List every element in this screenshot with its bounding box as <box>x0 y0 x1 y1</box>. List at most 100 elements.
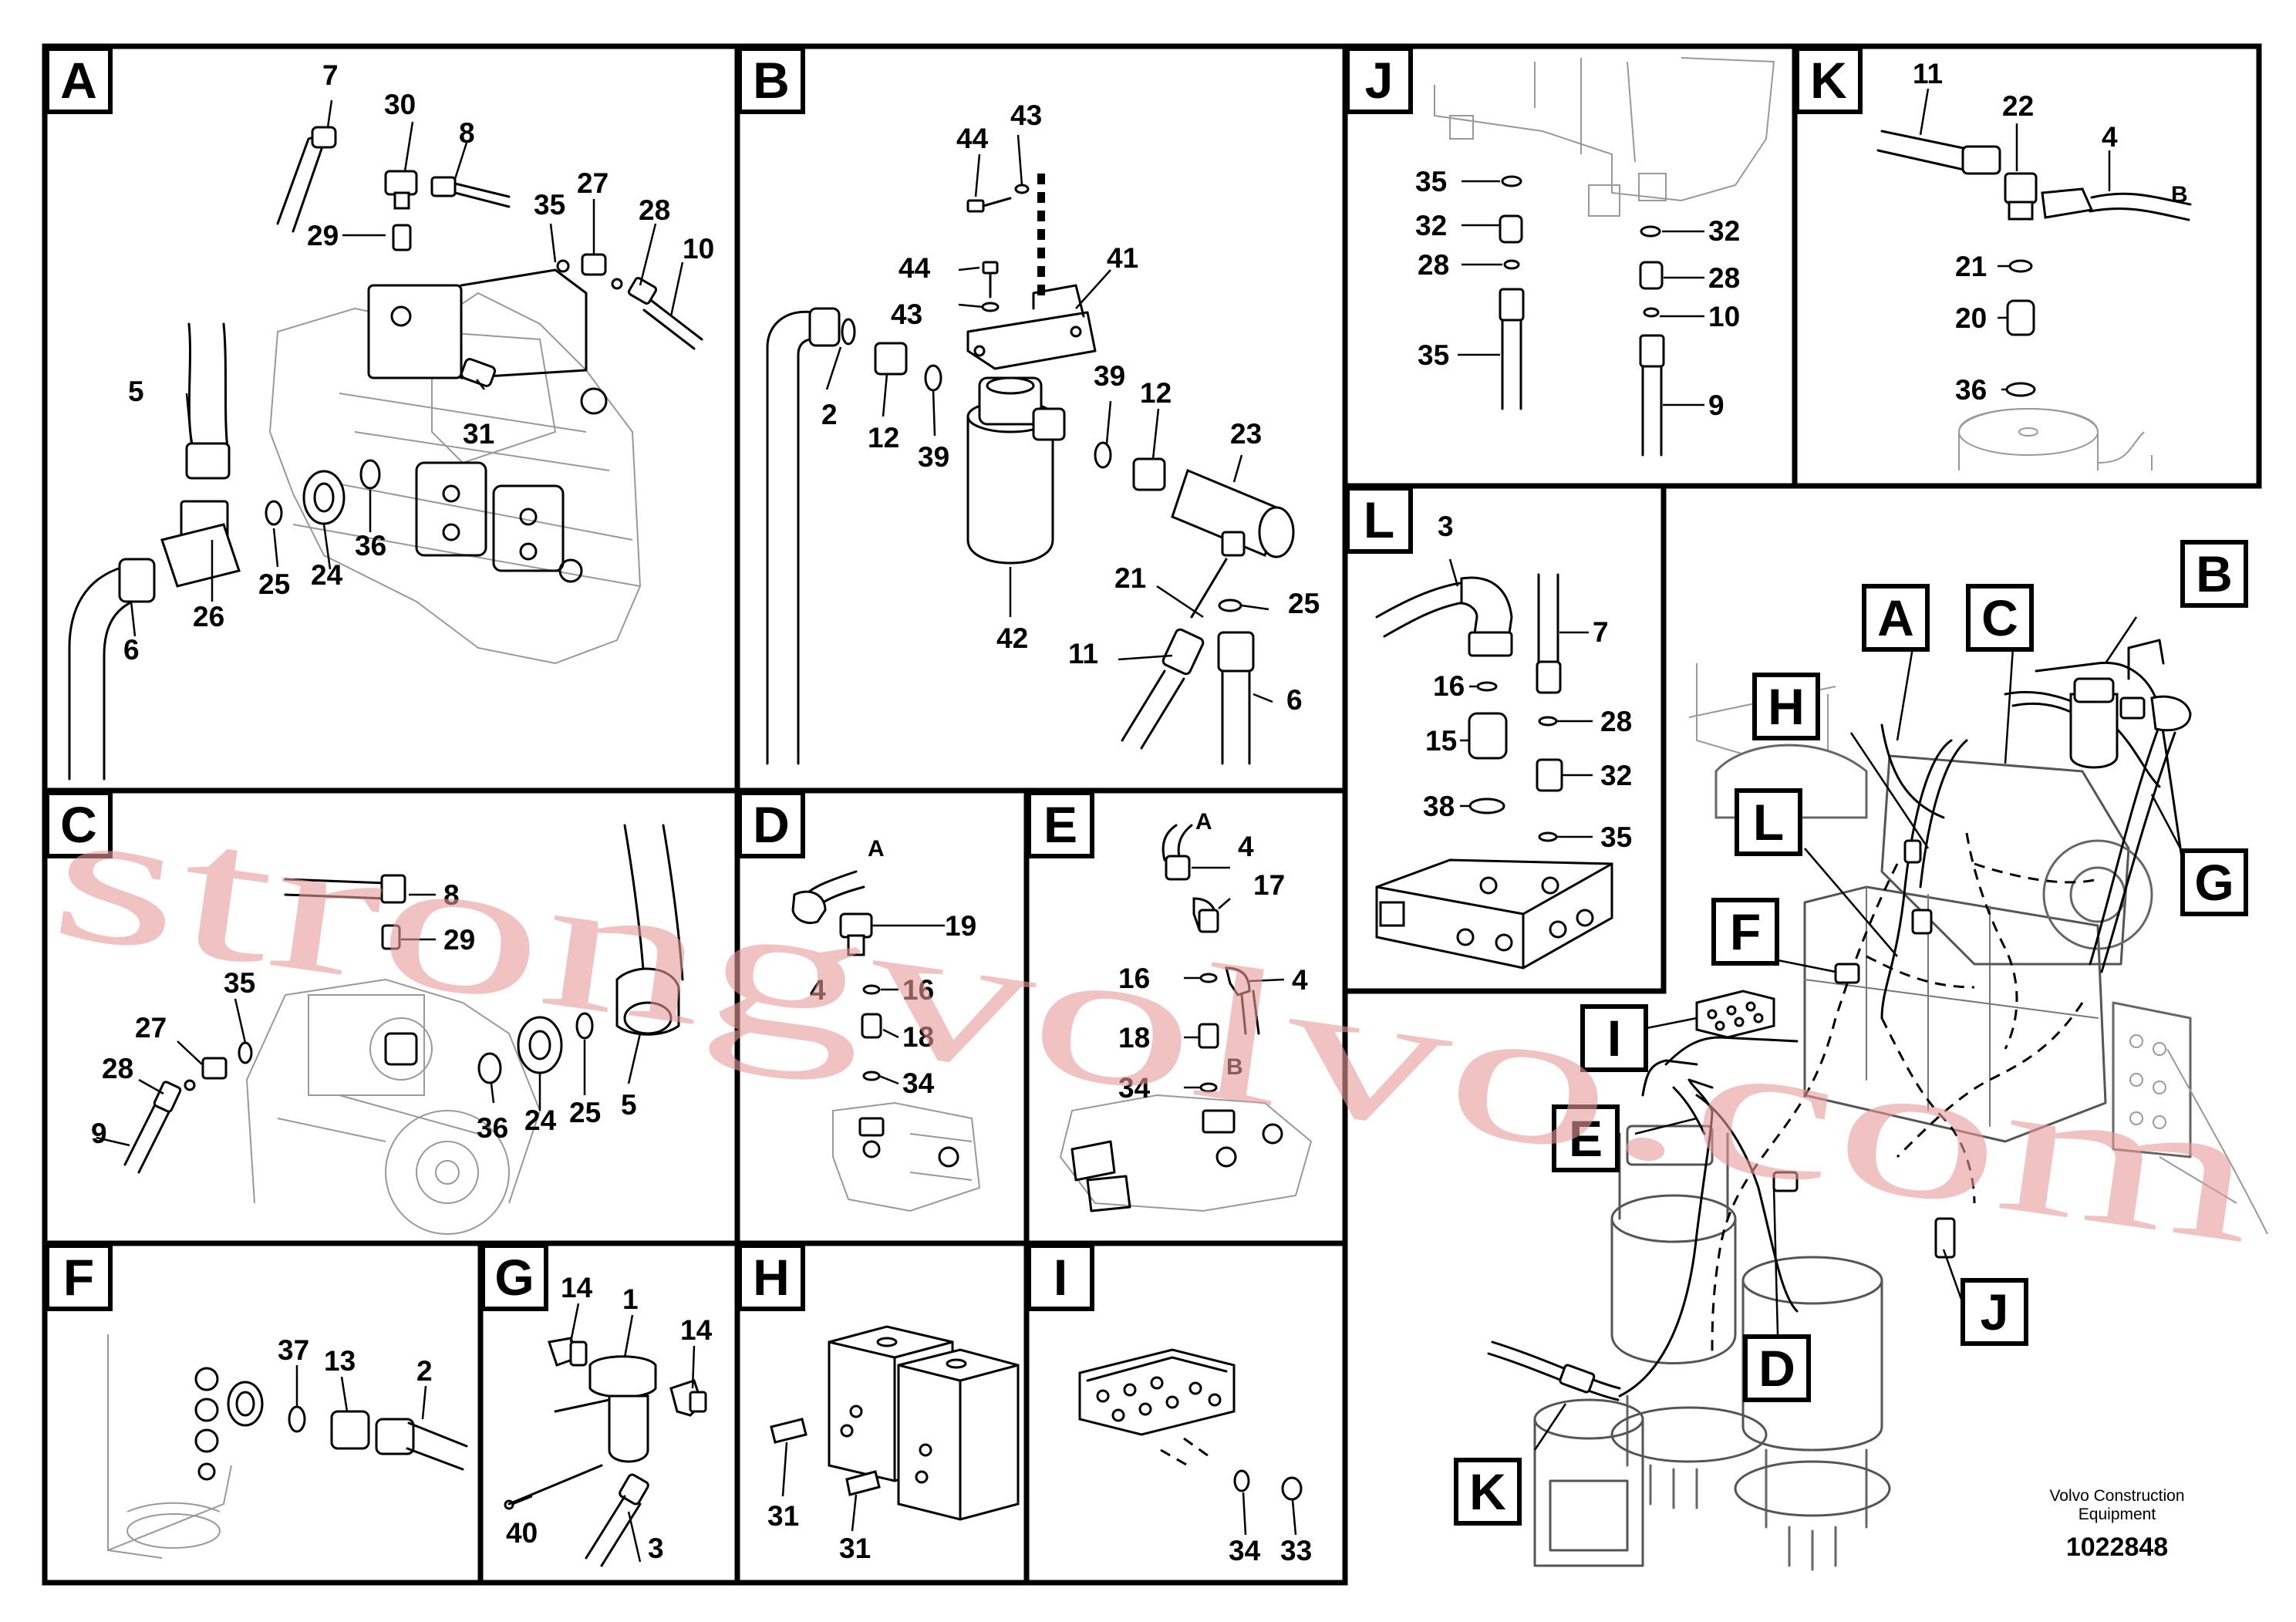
drawing-number: 1022848 <box>2066 1533 2168 1562</box>
callout-b-leader <box>2104 616 2138 664</box>
panel-d-badge: D <box>737 791 805 858</box>
j-label-28: 28 <box>1418 249 1449 281</box>
callout-k: K <box>1454 1458 1522 1526</box>
callout-f-leader <box>1777 959 1836 973</box>
panel-a-labels: 7 30 8 35 27 29 28 10 5 31 25 24 36 26 6 <box>123 59 714 666</box>
i-label-33: 33 <box>1280 1535 1312 1566</box>
c-label-36: 36 <box>477 1112 508 1144</box>
svg-text:L: L <box>1753 794 1784 851</box>
panel-a-badge: A <box>45 46 113 114</box>
a-label-25: 25 <box>258 568 290 600</box>
panel-k-labels: 11 22 4 B 21 20 36 <box>1913 58 2188 406</box>
panel-c-labels: 8 29 35 27 28 9 36 24 25 5 <box>91 879 637 1149</box>
svg-text:J: J <box>1365 52 1394 109</box>
b-label-12b: 12 <box>1140 377 1172 409</box>
callout-e-leader <box>1634 1117 1698 1135</box>
g-label-14b: 14 <box>680 1314 713 1346</box>
panel-j-badge: J <box>1345 46 1413 114</box>
a-label-29: 29 <box>307 220 339 251</box>
overview-callout-badges: A B C H L F G I E J D K <box>1454 540 2248 1526</box>
a-label-26: 26 <box>193 601 224 632</box>
e-label-a: A <box>1195 809 1212 835</box>
a-label-27: 27 <box>577 167 609 199</box>
b-label-21: 21 <box>1114 562 1146 594</box>
panel-h-labels: 31 31 <box>767 1500 871 1564</box>
callout-c: C <box>1966 584 2034 652</box>
svg-text:E: E <box>1569 1110 1603 1167</box>
panel-e-labels: A 4 17 16 4 18 B 34 <box>1118 809 1308 1104</box>
panel-e-badge: E <box>1027 791 1094 858</box>
callout-k-leader <box>1533 1403 1567 1451</box>
j-label-35: 35 <box>1415 166 1447 197</box>
d-label-34: 34 <box>902 1067 935 1099</box>
svg-text:K: K <box>1469 1463 1506 1520</box>
j-label-28b: 10 <box>1708 301 1740 332</box>
c-label-5: 5 <box>621 1089 637 1121</box>
g-label-1: 1 <box>622 1283 639 1315</box>
c-label-28: 28 <box>102 1053 133 1084</box>
c-label-35: 35 <box>224 967 255 999</box>
a-label-10: 10 <box>683 233 714 265</box>
k-label-4: 4 <box>2102 121 2118 153</box>
svg-text:J: J <box>1981 1283 2009 1340</box>
g-label-14: 14 <box>561 1272 593 1303</box>
svg-text:B: B <box>753 52 790 109</box>
watermark-text: strongvolvo.com <box>40 764 2270 1284</box>
d-label-19: 19 <box>945 910 976 942</box>
e-label-17: 17 <box>1253 869 1285 901</box>
svg-text:E: E <box>1043 796 1077 853</box>
a-label-5: 5 <box>128 376 144 407</box>
b-label-44b: 44 <box>899 252 931 284</box>
panel-e-drawing <box>1059 824 1313 1212</box>
callout-j: J <box>1961 1278 2028 1346</box>
a-label-8: 8 <box>459 117 475 149</box>
panel-i-badge: I <box>1027 1243 1094 1311</box>
panel-j-labels: 35 32 28 35 32 28 10 9 <box>1415 166 1740 421</box>
panel-b-labels: 43 44 41 44 43 2 12 39 39 12 23 21 25 11… <box>821 99 1320 716</box>
panel-l-frame <box>1342 483 1667 994</box>
b-label-41: 41 <box>1107 242 1138 274</box>
j-label-9: 9 <box>1708 389 1725 421</box>
panel-badges: A B J K L C D E F G H I <box>45 46 1863 1311</box>
panel-frames <box>42 43 2262 1586</box>
svg-text:B: B <box>2196 545 2233 602</box>
panel-a-frame <box>42 43 740 794</box>
svg-text:H: H <box>1768 678 1805 735</box>
l-label-16: 16 <box>1433 670 1465 702</box>
svg-text:L: L <box>1364 491 1394 548</box>
svg-text:A: A <box>1877 589 1914 646</box>
callout-d: D <box>1743 1334 1811 1402</box>
b-label-12: 12 <box>868 422 899 454</box>
callout-h: H <box>1752 673 1820 740</box>
overview-machine <box>1487 639 2268 1571</box>
svg-text:I: I <box>1607 1010 1621 1067</box>
j-label-35b: 32 <box>1708 215 1740 247</box>
callout-j-leader <box>1942 1249 1964 1304</box>
panel-l-labels: 3 7 16 28 15 32 38 35 <box>1423 511 1632 853</box>
c-label-25: 25 <box>569 1097 601 1128</box>
svg-text:C: C <box>1981 589 2018 646</box>
c-label-9: 9 <box>91 1118 107 1149</box>
callout-f: F <box>1711 898 1779 966</box>
e-label-34: 34 <box>1118 1072 1151 1104</box>
callout-c-leader <box>2004 647 2014 764</box>
svg-text:I: I <box>1054 1249 1067 1306</box>
panel-l-drawing <box>1375 558 1613 969</box>
panel-g-badge: G <box>480 1243 548 1311</box>
panel-i-drawing <box>1078 1348 1303 1536</box>
panel-c-drawing <box>96 824 684 1235</box>
callout-l: L <box>1735 788 1802 856</box>
d-label-4: 4 <box>810 974 826 1006</box>
b-label-39: 39 <box>918 441 949 473</box>
k-label-11: 11 <box>1913 58 1943 89</box>
l-label-38: 38 <box>1423 791 1455 822</box>
panel-f-labels: 37 13 2 <box>278 1334 433 1387</box>
e-label-b: B <box>1226 1054 1243 1080</box>
panel-g-drawing <box>504 1303 707 1567</box>
k-label-20: 20 <box>1955 302 1987 334</box>
b-label-42: 42 <box>996 622 1028 654</box>
panel-h-badge: H <box>737 1243 805 1311</box>
svg-text:F: F <box>1730 903 1761 960</box>
panel-k-frame <box>1792 43 2262 489</box>
